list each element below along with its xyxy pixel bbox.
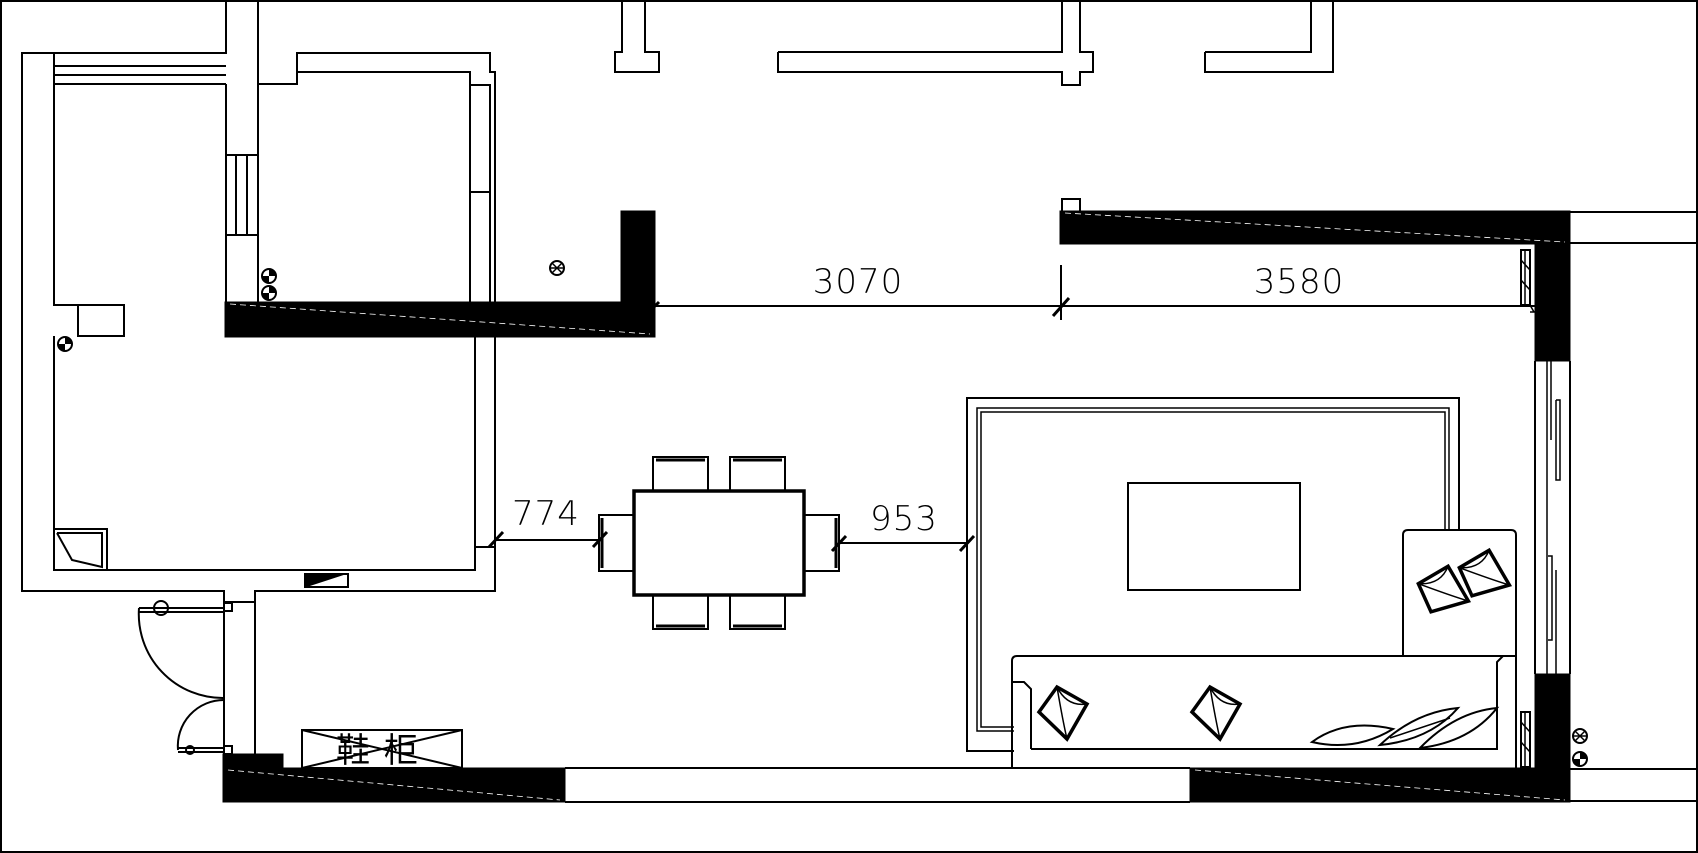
sofa-cushion-icon: [1189, 684, 1243, 742]
sofa-cushion-icon: [1036, 684, 1090, 742]
entry-door: [137, 600, 233, 755]
dimension-lines: 3070 3580 774 953: [487, 262, 1535, 553]
dimension-3580: 3580: [1254, 262, 1345, 302]
curtains: [1520, 249, 1536, 768]
shoe-cabinet-label: 鞋柜: [336, 731, 432, 771]
electrical-symbols: [57, 260, 1588, 767]
lower-walls: [54, 361, 1571, 803]
electrical-socket-icon: [261, 285, 277, 301]
electrical-socket-icon: [57, 336, 73, 352]
dimension-953: 953: [870, 499, 938, 539]
upper-structure: [21, 0, 1697, 802]
dimension-3070: 3070: [813, 262, 904, 302]
ceiling-light-icon: [549, 260, 565, 276]
rug: [966, 397, 1460, 752]
sofa-cushion-icon: [1416, 563, 1472, 614]
sofa-cushion-icon: [1457, 547, 1513, 598]
walls: [222, 210, 1571, 803]
electrical-socket-icon: [1572, 751, 1588, 767]
dining-table: [598, 456, 840, 630]
shoe-cabinet: 鞋柜: [301, 729, 463, 771]
l-sofa: [1011, 529, 1517, 768]
electrical-socket-icon: [261, 268, 277, 284]
dimension-774: 774: [512, 494, 580, 534]
ceiling-light-icon: [1572, 728, 1588, 744]
